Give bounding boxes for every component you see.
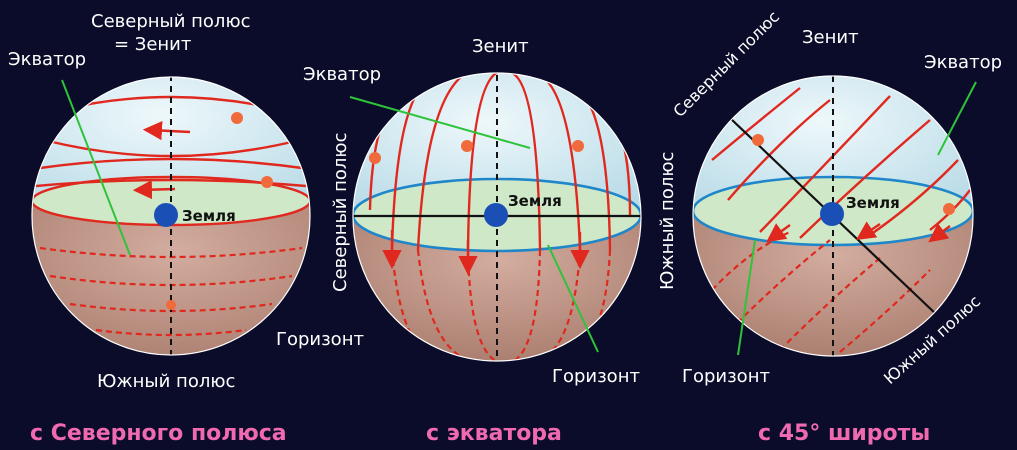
celestial-sphere: [352, 72, 642, 362]
sun-marker: [752, 134, 764, 146]
sun-marker: [261, 176, 273, 188]
star-orbit: [869, 159, 959, 236]
star-orbit: [416, 73, 469, 251]
equator-label: Экватор: [8, 49, 86, 70]
caption-equator: с экватора: [426, 421, 562, 446]
star-orbit-below: [729, 239, 831, 331]
star-orbit: [511, 73, 542, 251]
equator-pointer: [349, 96, 531, 149]
star-orbit: [466, 73, 499, 251]
celestial-sphere: [31, 76, 311, 356]
direction-arrow: [856, 221, 881, 240]
star-orbit: [727, 99, 831, 201]
horizon-label: Горизонт: [552, 366, 640, 387]
direction-arrow: [766, 223, 791, 243]
star-orbit: [711, 87, 801, 161]
zenith-label: Зенит: [472, 36, 529, 57]
sun-marker: [369, 152, 381, 164]
star-orbit-below: [839, 269, 931, 353]
earth-label: Земля: [182, 207, 236, 225]
sun-marker: [572, 140, 584, 152]
earth-icon: [820, 202, 844, 226]
sun-marker: [166, 300, 176, 310]
earth-label: Земля: [508, 192, 562, 210]
direction-arrow: [928, 223, 951, 243]
star-orbit-below: [711, 230, 791, 291]
horizon-pointer: [547, 244, 599, 353]
star-orbit-below: [416, 249, 469, 361]
caption-north-pole: с Северного полюса: [30, 421, 287, 446]
zenith-label: = Зенит: [114, 34, 191, 55]
sun-marker: [461, 140, 473, 152]
north-pole-label: Северный полюс: [330, 133, 351, 293]
panel-45-latitude: Земля Зенит Экватор Северный полюс Южный…: [657, 7, 1002, 446]
star-orbit-below: [779, 257, 881, 351]
star-orbit: [759, 95, 891, 233]
caption-45-latitude: с 45° широты: [758, 421, 930, 446]
sun-marker: [943, 203, 955, 215]
horizon-pointer: [737, 239, 756, 356]
south-pole-label-left: Южный полюс: [657, 152, 678, 290]
equator-label: Экватор: [303, 64, 381, 85]
earth-icon: [484, 203, 508, 227]
zenith-label: Зенит: [802, 27, 859, 48]
sun-marker: [231, 112, 243, 124]
south-pole-label: Южный полюс: [97, 371, 235, 392]
star-orbit-below: [95, 328, 247, 337]
north-pole-label: Северный полюс: [91, 11, 251, 32]
equator-pointer: [61, 79, 131, 256]
equator-pointer: [937, 81, 977, 156]
horizon-label: Горизонт: [682, 366, 770, 387]
star-orbit-below: [390, 249, 431, 357]
panel-equator: Земля Зенит Экватор Северный полюс Гориз…: [276, 36, 642, 446]
earth-label: Земля: [846, 194, 900, 212]
equator-label: Экватор: [924, 52, 1002, 73]
panel-north-pole: Земля Северный полюс = Зенит Экватор Южн…: [8, 11, 311, 446]
star-orbit: [39, 157, 303, 170]
celestial-sphere: [692, 75, 974, 357]
horizon-label-left: Горизонт: [276, 329, 364, 350]
star-orbit-below: [511, 249, 542, 361]
earth-icon: [154, 203, 178, 227]
direction-arrow: [132, 180, 176, 200]
star-orbit: [799, 119, 931, 239]
